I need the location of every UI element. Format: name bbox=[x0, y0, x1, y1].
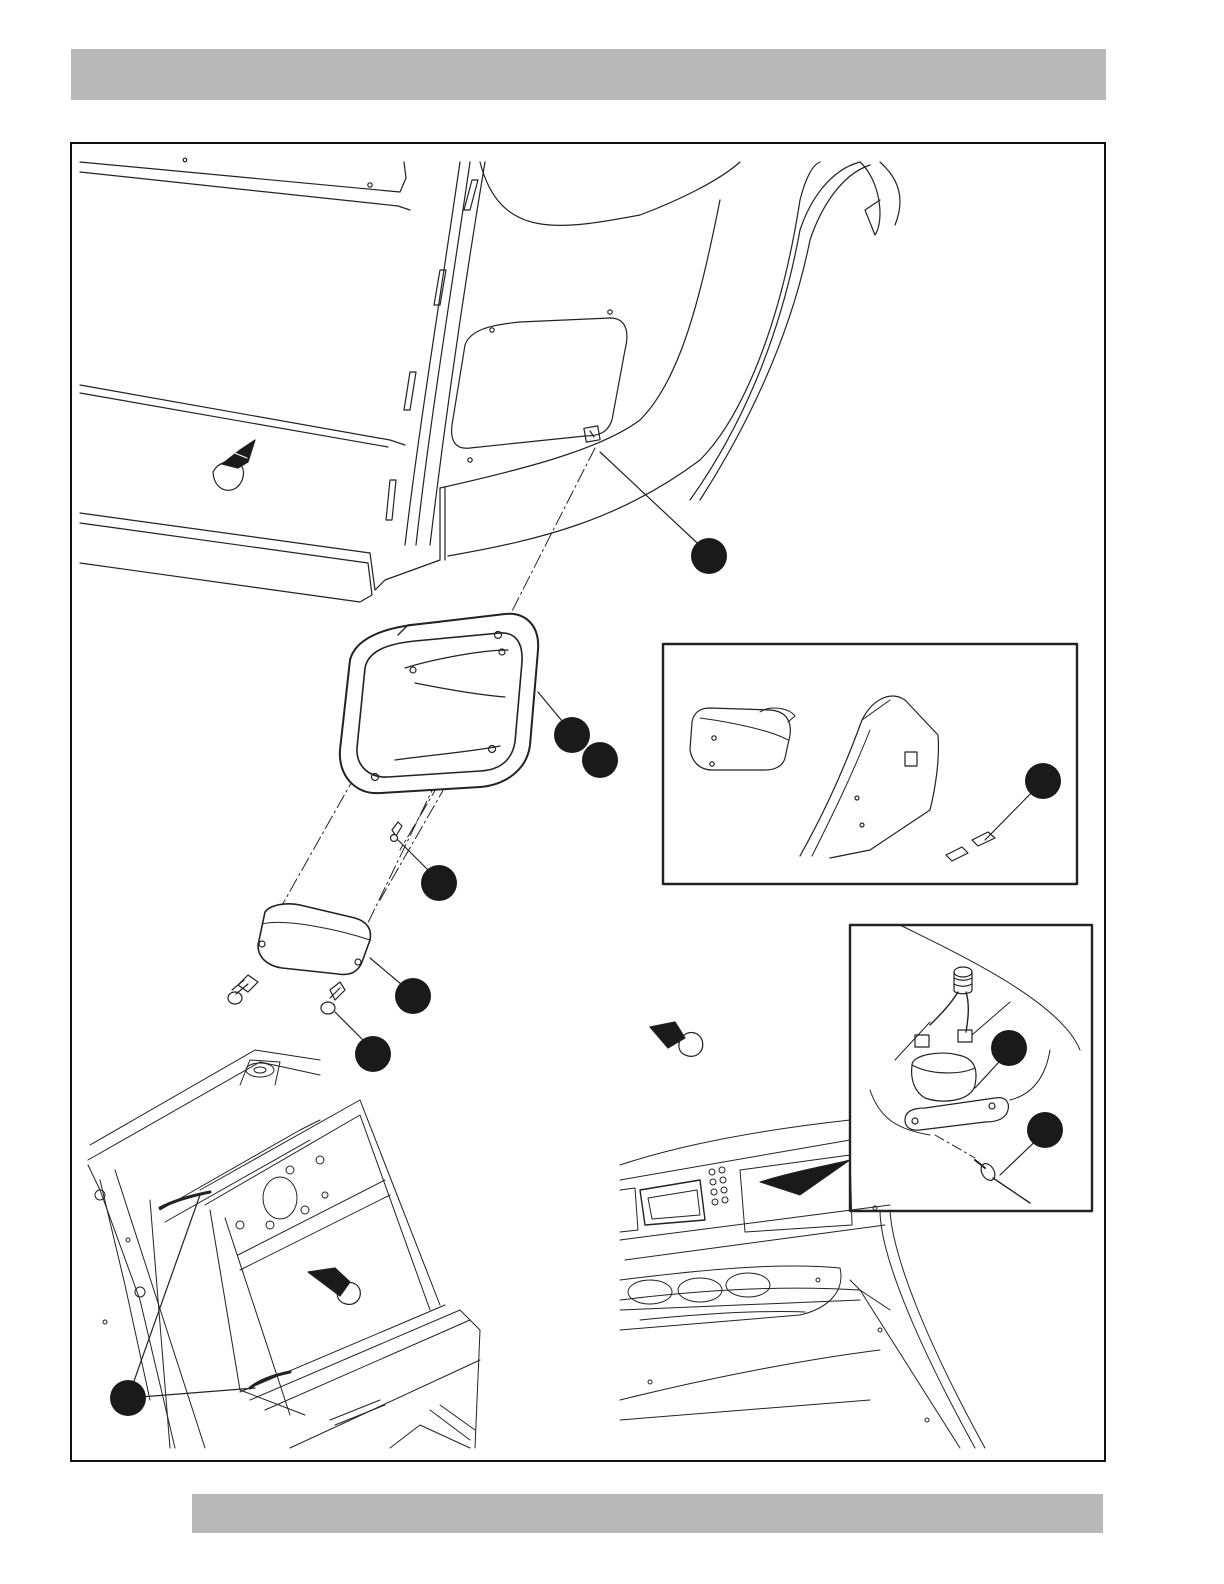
light-lens bbox=[258, 904, 370, 975]
view-arrow-chassis bbox=[308, 1268, 360, 1304]
inset-flasher-detail bbox=[850, 925, 1092, 1211]
housing-screw bbox=[391, 822, 403, 842]
callout-flasher bbox=[991, 1030, 1027, 1066]
lens-screw-left bbox=[228, 975, 258, 1004]
callout-upper-clip bbox=[691, 538, 727, 574]
lens-screw-right bbox=[321, 982, 345, 1014]
callout-inset-screws bbox=[1025, 763, 1061, 799]
footer-bar bbox=[192, 1494, 1103, 1533]
view-arrow-dashboard bbox=[650, 1022, 703, 1056]
rear-body-panel bbox=[80, 158, 900, 602]
callout-housing-a bbox=[554, 717, 590, 753]
callout-cable-ties bbox=[110, 1380, 146, 1416]
callout-rivet bbox=[1027, 1112, 1063, 1148]
callout-housing-b bbox=[582, 742, 618, 778]
inset-lens-detail bbox=[663, 644, 1077, 884]
callout-housing-screw bbox=[421, 865, 457, 901]
callout-lens bbox=[395, 978, 431, 1014]
callout-lens-screw bbox=[355, 1036, 391, 1072]
light-housing bbox=[340, 614, 538, 793]
view-arrow-upper bbox=[213, 440, 255, 490]
chassis-frame bbox=[88, 1050, 480, 1448]
